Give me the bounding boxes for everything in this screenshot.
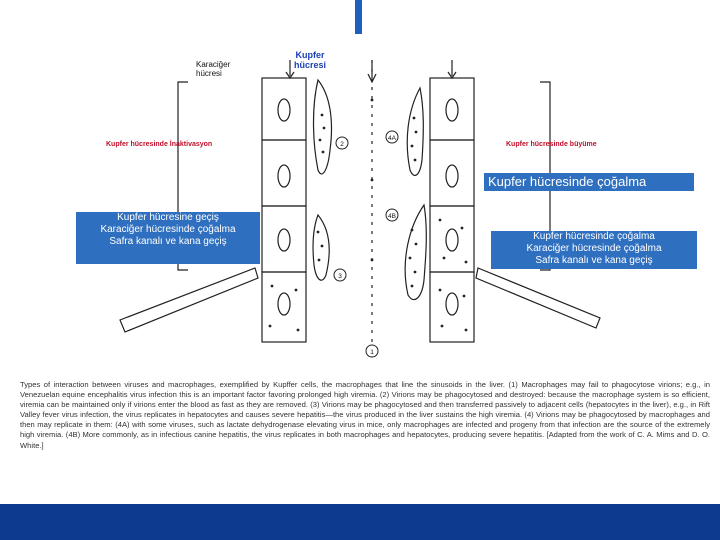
kupffer-cell-left-2 <box>312 213 330 281</box>
top-accent-bar <box>355 0 362 34</box>
info-box-left-line-2: Karaciğer hücresinde çoğalma <box>100 224 236 235</box>
kupffer-cell-left-1 <box>312 78 333 175</box>
marker-4a: 4A <box>388 135 397 142</box>
label-kupffer: Kupfer hücresi <box>293 50 326 70</box>
marker-1: 1 <box>370 349 374 356</box>
info-box-right-line-1: Kupfer hücresinde çoğalma <box>533 231 655 242</box>
info-box-right-line-3: Safra kanalı ve kana geçiş <box>535 255 653 266</box>
hepatocyte-cell-8 <box>429 271 475 343</box>
kupffer-cell-right-1 <box>406 86 424 177</box>
label-growth: Kupfer hücresinde büyüme <box>506 141 597 148</box>
hepatocyte-cell-4 <box>261 271 307 343</box>
marker-4b: 4B <box>388 213 396 220</box>
hepatocyte-cell-1 <box>261 77 307 141</box>
info-box-left: Kupfer hücresine geçiş Karaciğer hücresi… <box>76 212 260 264</box>
figure-caption: Types of interaction between viruses and… <box>20 380 710 450</box>
label-hepatocyte: Karaciğer hücresi <box>196 60 231 78</box>
bile-duct-right <box>475 267 601 329</box>
hepatocyte-cell-6 <box>429 139 475 207</box>
info-box-right-line-2: Karaciğer hücresinde çoğalma <box>526 243 662 254</box>
hepatocyte-cell-7 <box>429 205 475 273</box>
kupffer-cell-right-2 <box>404 203 427 301</box>
info-box-right: Kupfer hücresinde çoğalma Karaciğer hücr… <box>491 231 697 269</box>
hepatocyte-cell-3 <box>261 205 307 273</box>
header-kupffer-replication: Kupfer hücresinde çoğalma <box>484 173 694 191</box>
hepatocyte-cell-2 <box>261 139 307 207</box>
hepatocyte-cell-5 <box>429 77 475 141</box>
info-box-left-line-3: Safra kanalı ve kana geçiş <box>109 236 227 247</box>
marker-2: 2 <box>340 141 344 148</box>
bottom-bar <box>0 504 720 540</box>
liver-sinusoid-diagram: 2 4A 4B 3 1 <box>119 60 601 358</box>
label-inactivation: Kupfer hücresinde İnaktivasyon <box>106 141 213 148</box>
info-box-left-line-1: Kupfer hücresine geçiş <box>117 212 219 223</box>
marker-3: 3 <box>338 273 342 280</box>
bile-duct-left <box>119 267 259 333</box>
